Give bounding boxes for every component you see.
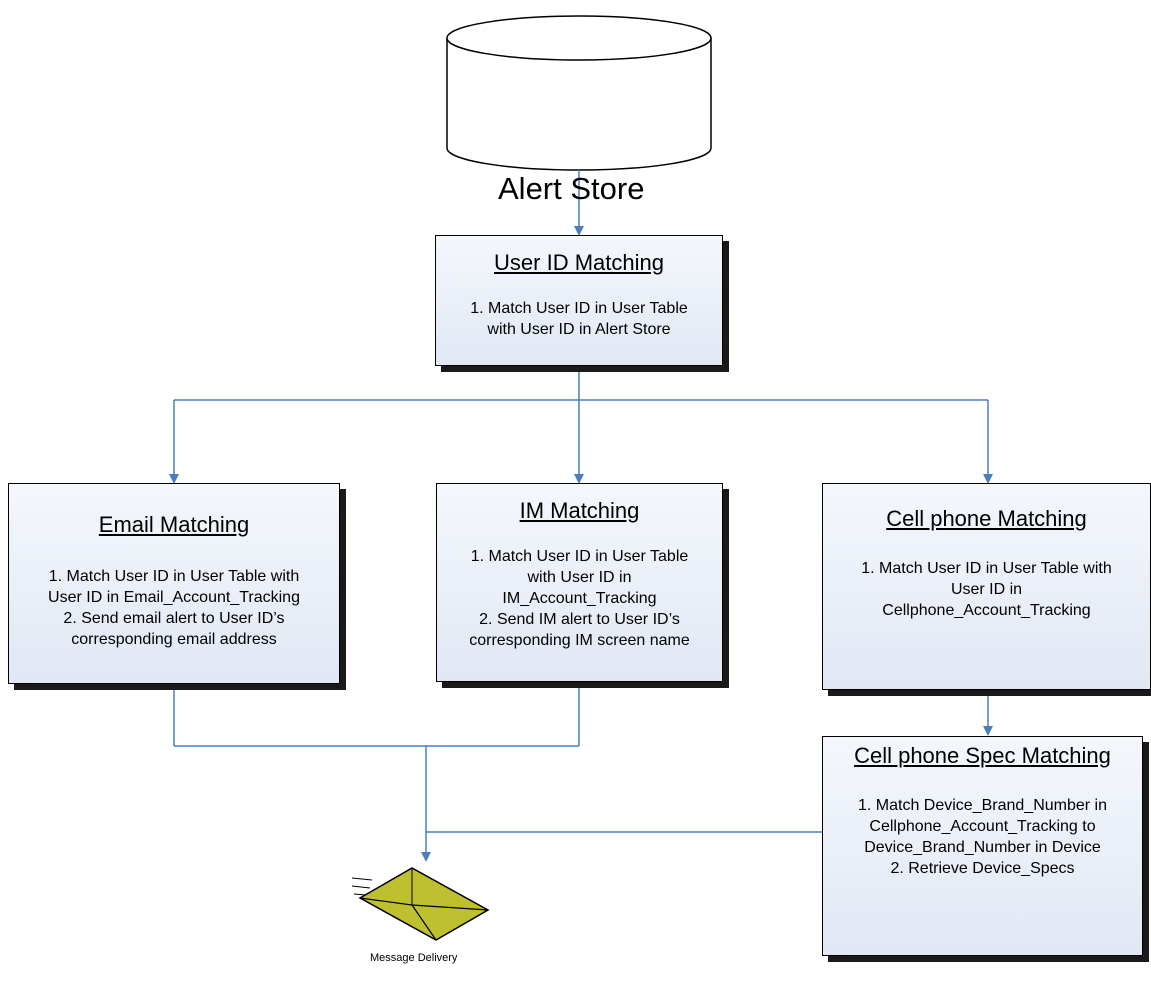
message-delivery-label: Message Delivery (370, 952, 458, 964)
im-matching-line: corresponding IM screen name (469, 632, 690, 649)
cell-phone-matching-line: User ID in (950, 581, 1023, 598)
user-id-matching-line: 1. Match User ID in User Table (470, 300, 688, 317)
cell-phone-spec-matching-line: 1. Match Device_Brand_Number in (857, 797, 1107, 814)
user-id-matching-box: User ID Matching 1. Match User ID in Use… (435, 235, 723, 366)
im-matching-line: with User ID in (527, 569, 632, 586)
cell-phone-matching-line: 1. Match User ID in User Table with (861, 560, 1112, 577)
cell-phone-spec-matching-line: Cellphone_Account_Tracking to (869, 818, 1096, 835)
im-matching-line: 2. Send IM alert to User ID’s (479, 611, 680, 628)
alert-store-label: Alert Store (498, 171, 645, 206)
cell-phone-spec-matching-title: Cell phone Spec Matching (854, 743, 1111, 768)
im-matching-box: IM Matching 1. Match User ID in User Tab… (436, 483, 723, 682)
envelope-icon (351, 867, 490, 941)
im-matching-line: IM_Account_Tracking (502, 590, 657, 607)
user-id-matching-title: User ID Matching (494, 250, 664, 275)
cell-phone-matching-title: Cell phone Matching (886, 506, 1087, 531)
im-matching-line: 1. Match User ID in User Table (470, 548, 689, 565)
cell-phone-spec-matching-box: Cell phone Spec Matching 1. Match Device… (822, 736, 1143, 956)
cell-phone-spec-matching-line: Device_Brand_Number in Device (864, 839, 1101, 856)
cell-phone-matching-line: Cellphone_Account_Tracking (882, 602, 1091, 619)
user-id-matching-line: with User ID in Alert Store (487, 321, 671, 338)
cell-phone-matching-box: Cell phone Matching 1. Match User ID in … (822, 483, 1151, 690)
cell-phone-spec-matching-line: 2. Retrieve Device_Specs (890, 860, 1075, 877)
email-matching-box: Email Matching 1. Match User ID in User … (8, 483, 340, 684)
im-matching-title: IM Matching (519, 498, 640, 523)
email-matching-line: corresponding email address (71, 631, 277, 648)
alert-store-cylinder (446, 15, 712, 171)
email-matching-title: Email Matching (98, 512, 250, 537)
email-matching-line: User ID in Email_Account_Tracking (48, 589, 300, 606)
email-matching-line: 1. Match User ID in User Table with (48, 568, 300, 585)
email-matching-line: 2. Send email alert to User ID’s (63, 610, 285, 627)
